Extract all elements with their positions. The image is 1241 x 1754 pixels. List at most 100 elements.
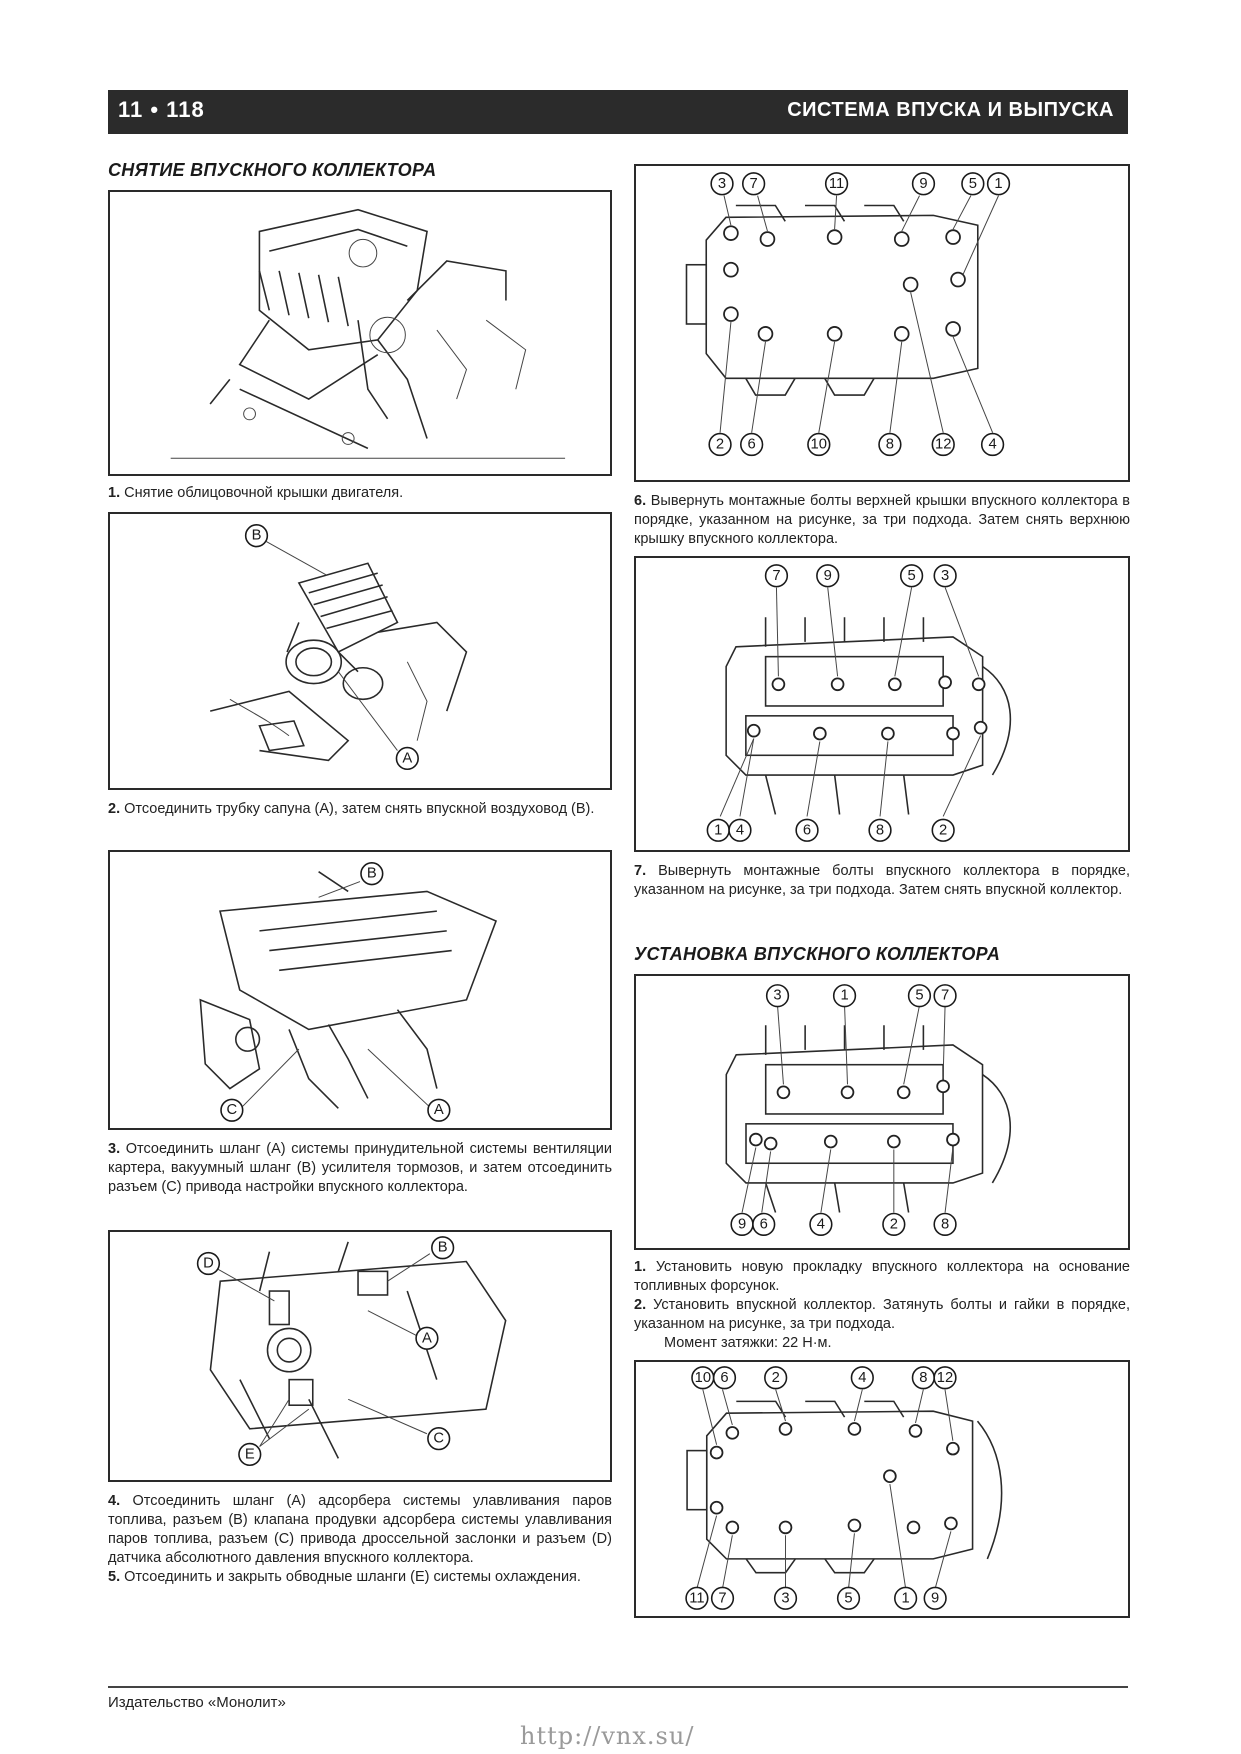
bolt-label-bottom-10: 10 bbox=[807, 432, 831, 457]
evap-connectors-drawing: B D A E C bbox=[196, 1236, 507, 1467]
label-a: A bbox=[427, 1098, 451, 1122]
bolt-label-top-6: 6 bbox=[712, 1366, 737, 1390]
bolt-label-bottom-2: 2 bbox=[931, 818, 955, 842]
svg-text:B: B bbox=[252, 528, 262, 544]
svg-text:6: 6 bbox=[803, 822, 811, 838]
bolt-label-top-5: 5 bbox=[907, 984, 932, 1008]
bolt-markers bbox=[749, 1079, 960, 1151]
caption-step-7: 7. Вывернуть монтажные болты впускного к… bbox=[634, 863, 1130, 898]
bolt-label-top-9: 9 bbox=[816, 564, 840, 588]
svg-text:11: 11 bbox=[689, 1590, 704, 1606]
svg-text:8: 8 bbox=[919, 1370, 927, 1386]
figure-intake-duct: B A bbox=[108, 512, 612, 790]
svg-text:A: A bbox=[422, 1330, 432, 1346]
svg-text:9: 9 bbox=[824, 568, 832, 584]
intake-duct-drawing: B A bbox=[209, 524, 468, 771]
svg-text:D: D bbox=[203, 1255, 214, 1271]
upper-cover-bolts-install-drawing: 10 6 2 4 8 12 11 7 3 5 1 9 bbox=[685, 1366, 1003, 1610]
svg-text:B: B bbox=[438, 1240, 448, 1256]
bolt-label-bottom-6: 6 bbox=[752, 1212, 776, 1236]
bolt-label-bottom-2: 2 bbox=[882, 1212, 906, 1236]
svg-text:E: E bbox=[245, 1446, 255, 1462]
figure-evap-connectors: B D A E C bbox=[108, 1230, 612, 1482]
svg-text:3: 3 bbox=[718, 176, 726, 192]
svg-text:8: 8 bbox=[941, 1216, 949, 1232]
bolt-label-top-7: 7 bbox=[764, 564, 789, 588]
svg-text:A: A bbox=[402, 750, 412, 766]
upper-cover-bolts-drawing: 3 7 11 9 5 1 2 6 10 8 12 4 bbox=[685, 172, 1011, 457]
svg-text:9: 9 bbox=[738, 1216, 746, 1232]
bolt-label-top-1: 1 bbox=[832, 984, 857, 1008]
label-b: B bbox=[360, 862, 384, 886]
svg-text:9: 9 bbox=[919, 176, 927, 192]
bolt-label-top-9: 9 bbox=[911, 172, 936, 196]
svg-text:7: 7 bbox=[718, 1590, 726, 1606]
svg-text:11: 11 bbox=[829, 176, 844, 192]
label-b: B bbox=[244, 524, 269, 548]
svg-text:4: 4 bbox=[988, 436, 996, 452]
footer-divider bbox=[108, 1686, 1128, 1688]
label-d: D bbox=[196, 1251, 221, 1276]
bolt-label-bottom-2: 2 bbox=[708, 432, 732, 457]
svg-text:1: 1 bbox=[902, 1590, 910, 1606]
figure-upper-cover-bolts-install: 10 6 2 4 8 12 11 7 3 5 1 9 bbox=[634, 1360, 1130, 1618]
bolt-label-bottom-1: 1 bbox=[894, 1586, 918, 1610]
svg-text:5: 5 bbox=[915, 988, 923, 1004]
caption-install-steps: 1. Установить новую прокладку впускного … bbox=[634, 1259, 1131, 1351]
bolt-label-top-11: 11 bbox=[824, 172, 849, 196]
label-a: A bbox=[415, 1326, 439, 1350]
svg-text:10: 10 bbox=[811, 436, 827, 452]
svg-text:1: 1 bbox=[714, 822, 722, 838]
bolt-label-top-4: 4 bbox=[850, 1366, 874, 1390]
caption-step-1: 1. Снятие облицовочной крышки двигателя. bbox=[108, 485, 404, 501]
bolt-markers bbox=[723, 225, 966, 342]
bolt-label-bottom-9: 9 bbox=[730, 1212, 754, 1236]
svg-text:4: 4 bbox=[858, 1370, 866, 1386]
svg-text:7: 7 bbox=[772, 568, 780, 584]
bolt-markers bbox=[709, 1422, 960, 1535]
svg-text:6: 6 bbox=[760, 1216, 768, 1232]
bolt-label-bottom-5: 5 bbox=[836, 1586, 861, 1610]
bolt-label-top-10: 10 bbox=[691, 1366, 715, 1390]
svg-text:C: C bbox=[433, 1431, 444, 1447]
svg-text:5: 5 bbox=[969, 176, 977, 192]
svg-text:1: 1 bbox=[840, 988, 848, 1004]
label-c: C bbox=[220, 1098, 244, 1122]
svg-text:4: 4 bbox=[817, 1216, 825, 1232]
bolt-label-bottom-9: 9 bbox=[923, 1586, 947, 1610]
svg-text:9: 9 bbox=[931, 1590, 939, 1606]
pcv-hose-drawing: B C A bbox=[199, 862, 498, 1122]
bolt-label-bottom-6: 6 bbox=[795, 818, 819, 842]
svg-text:C: C bbox=[227, 1102, 238, 1118]
svg-text:8: 8 bbox=[876, 822, 884, 838]
svg-text:A: A bbox=[434, 1102, 444, 1118]
section-title-removal: СНЯТИЕ ВПУСКНОГО КОЛЛЕКТОРА bbox=[108, 160, 437, 180]
torque-spec: Момент затяжки: 22 Н·м. bbox=[664, 1335, 832, 1351]
figure-engine-cover bbox=[108, 190, 612, 476]
svg-text:7: 7 bbox=[941, 988, 949, 1004]
bolt-label-bottom-8: 8 bbox=[868, 818, 892, 842]
caption-step-6: 6. Вывернуть монтажные болты верхней кры… bbox=[634, 493, 1131, 547]
label-b: B bbox=[431, 1236, 455, 1260]
svg-text:3: 3 bbox=[941, 568, 949, 584]
page-number: 11 • 118 bbox=[118, 97, 205, 122]
publisher: Издательство «Монолит» bbox=[108, 1694, 286, 1711]
bolt-label-bottom-3: 3 bbox=[773, 1586, 798, 1610]
bolt-label-bottom-1: 1 bbox=[706, 818, 730, 842]
svg-text:8: 8 bbox=[886, 436, 894, 452]
figure-upper-cover-bolts: 3 7 11 9 5 1 2 6 10 8 12 4 bbox=[634, 164, 1130, 482]
svg-text:6: 6 bbox=[748, 436, 756, 452]
chapter-title: СИСТЕМА ВПУСКА И ВЫПУСКА bbox=[787, 99, 1114, 121]
bolt-label-top-12: 12 bbox=[933, 1366, 957, 1390]
manifold-bolts-removal-drawing: 7 9 5 3 1 4 6 8 2 bbox=[706, 564, 1012, 842]
bolt-label-bottom-11: 11 bbox=[685, 1586, 709, 1610]
svg-text:3: 3 bbox=[773, 988, 781, 1004]
bolt-label-top-3: 3 bbox=[710, 172, 734, 196]
caption-step-4-5: 4. Отсоединить шланг (A) адсорбера систе… bbox=[108, 1493, 613, 1585]
figure-manifold-bolts-removal: 7 9 5 3 1 4 6 8 2 bbox=[634, 556, 1130, 852]
bolt-label-top-7: 7 bbox=[933, 984, 957, 1008]
bolt-label-bottom-4: 4 bbox=[980, 432, 1005, 457]
svg-text:1: 1 bbox=[994, 176, 1002, 192]
svg-text:5: 5 bbox=[844, 1590, 852, 1606]
svg-text:6: 6 bbox=[720, 1370, 728, 1386]
